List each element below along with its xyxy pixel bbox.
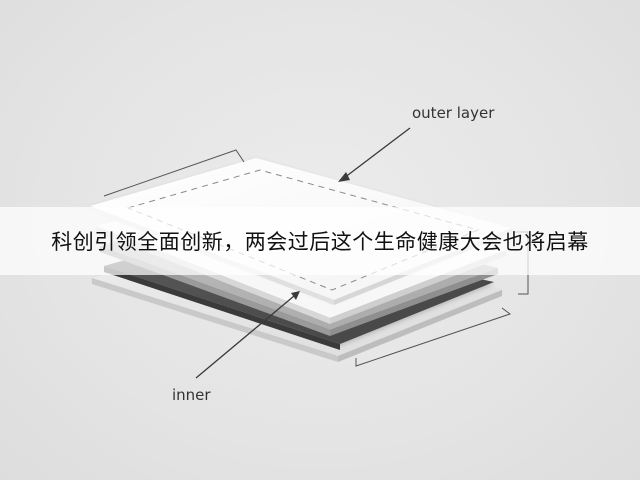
inner-layer-label: inner [172,386,211,404]
bracket-bottom-right [355,307,512,367]
caption-banner: 科创引领全面创新，两会过后这个生命健康大会也将启幕 [0,207,640,275]
outer-layer-arrow [338,127,411,182]
inner-arrow [195,291,300,379]
outer-layer-label: outer layer [412,104,495,122]
bracket-top-left [103,149,245,197]
caption-text: 科创引领全面创新，两会过后这个生命健康大会也将启幕 [51,230,589,254]
